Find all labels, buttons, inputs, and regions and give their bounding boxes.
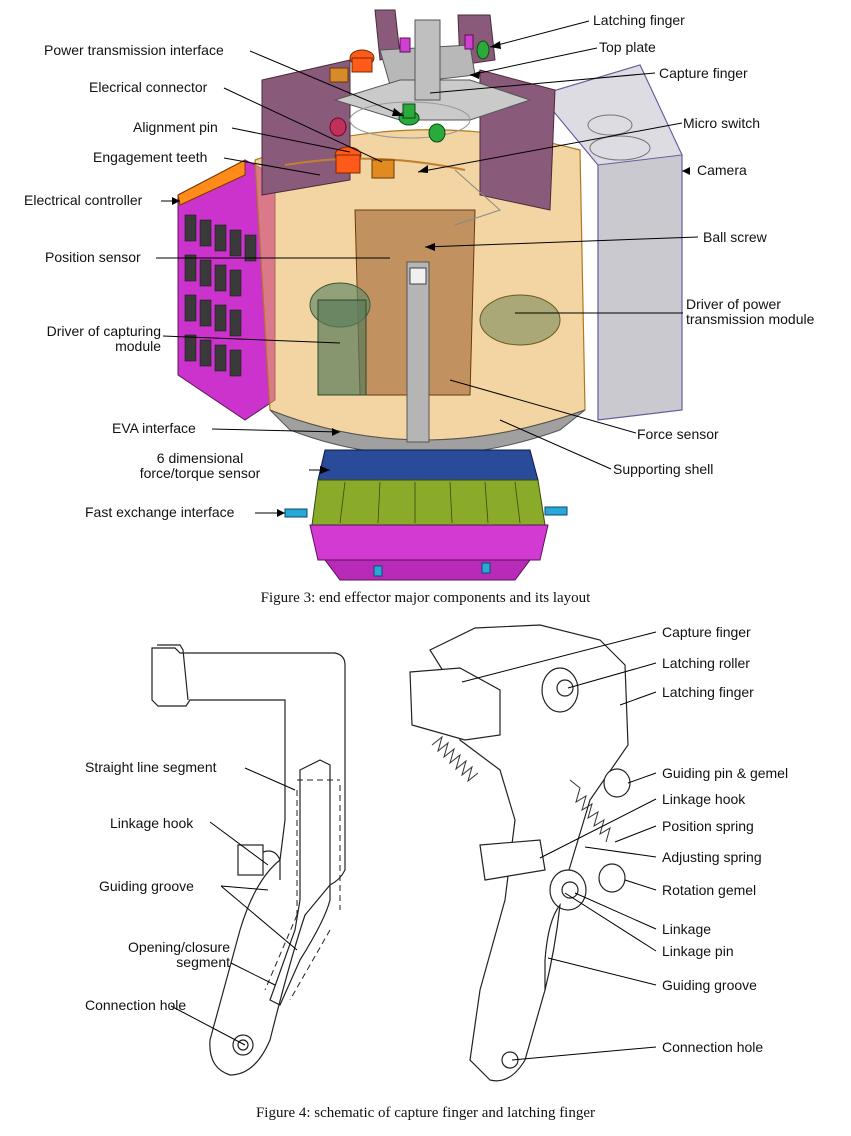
label-fast-exchange-interface: Fast exchange interface	[85, 504, 235, 520]
label-eva-interface: EVA interface	[112, 420, 196, 436]
label-right-connection-hole: Connection hole	[662, 1039, 764, 1055]
label-power-transmission-interface: Power transmission interface	[44, 42, 224, 58]
label-opening-closure-line1: Opening/closure	[128, 939, 230, 955]
figure3-arrowheads	[172, 41, 690, 517]
label-left-guiding-groove: Guiding groove	[99, 878, 194, 894]
figure4-left-leader-lines	[170, 767, 298, 1046]
figure4-finger-3d	[409, 624, 631, 1082]
electrical-controller-box	[177, 159, 276, 421]
label-guiding-pin-gemel: Guiding pin & gemel	[662, 765, 789, 781]
label-alignment-pin: Alignment pin	[133, 119, 218, 135]
supporting-shell	[254, 129, 586, 456]
figure4-dashed-segments	[264, 779, 341, 1001]
label-driver-capturing-line1: Driver of capturing	[46, 323, 161, 339]
camera-box	[538, 64, 683, 421]
label-engagement-teeth: Engagement teeth	[93, 149, 208, 165]
label-latching-roller: Latching roller	[662, 655, 750, 671]
label-straight-line-segment: Straight line segment	[85, 759, 217, 775]
label-micro-switch: Micro switch	[683, 115, 761, 131]
label-right-guiding-groove: Guiding groove	[662, 977, 757, 993]
label-adjusting-spring: Adjusting spring	[662, 849, 762, 865]
label-force-sensor: Force sensor	[637, 426, 719, 442]
figure4-right-leader-lines	[461, 631, 657, 1061]
label-right-capture-finger: Capture finger	[662, 624, 751, 640]
figure4-caption: Figure 4: schematic of capture finger an…	[255, 1105, 596, 1121]
label-left-linkage-hook: Linkage hook	[110, 815, 194, 831]
label-camera: Camera	[697, 162, 747, 178]
figure4-springs	[431, 735, 611, 843]
label-electrical-controller: Electrical controller	[24, 192, 143, 208]
label-top-plate: Top plate	[599, 39, 656, 55]
label-linkage-pin: Linkage pin	[662, 943, 734, 959]
label-driver-capturing-line2: module	[115, 338, 161, 354]
label-left-connection-hole: Connection hole	[85, 997, 187, 1013]
label-capture-finger: Capture finger	[659, 65, 748, 81]
label-six-dim-line1: 6 dimensional	[156, 450, 244, 466]
top-fingers-assembly	[261, 9, 556, 226]
label-six-dim-line2: force/torque sensor	[139, 465, 261, 481]
label-electrical-connector: Elecrical connector	[89, 79, 208, 95]
fast-exchange-interface	[284, 506, 568, 581]
label-position-sensor: Position sensor	[45, 249, 141, 265]
label-latching-finger: Latching finger	[593, 12, 685, 28]
label-supporting-shell: Supporting shell	[613, 461, 714, 477]
label-ball-screw: Ball screw	[703, 229, 767, 245]
label-driver-power-line2: transmission module	[686, 311, 815, 327]
label-driver-power-line1: Driver of power	[686, 296, 781, 312]
top-components	[329, 34, 490, 179]
label-right-latching-finger: Latching finger	[662, 684, 754, 700]
figure3-leader-lines	[156, 20, 699, 514]
label-position-spring: Position spring	[662, 818, 754, 834]
label-right-linkage-hook: Linkage hook	[662, 791, 746, 807]
force-torque-sensor	[311, 449, 546, 526]
figure3-caption: Figure 3: end effector major components …	[260, 590, 591, 606]
label-rotation-gemel: Rotation gemel	[662, 882, 757, 898]
label-opening-closure-line2: segment	[176, 954, 230, 970]
label-linkage: Linkage	[662, 921, 712, 937]
